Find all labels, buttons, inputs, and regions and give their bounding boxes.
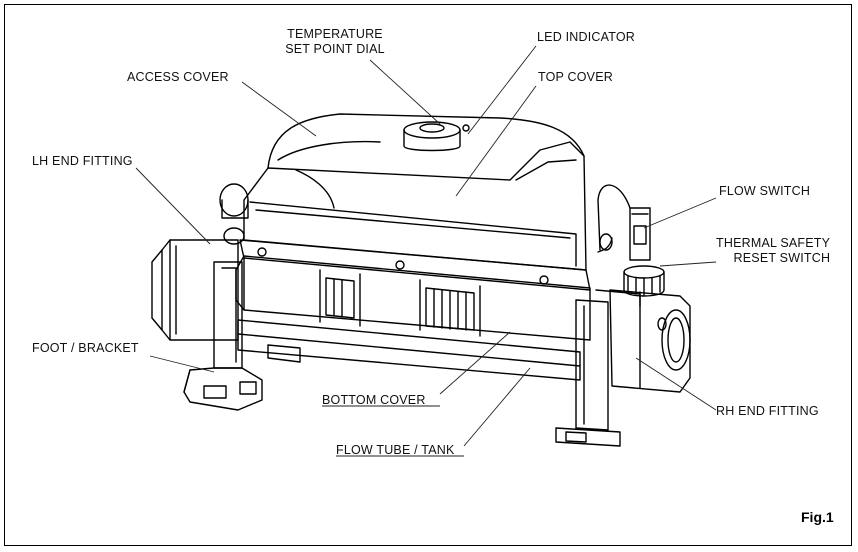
flow-tube-body bbox=[237, 319, 581, 381]
label-led-indicator: LED INDICATOR bbox=[537, 30, 635, 44]
lh-end-fitting-body bbox=[151, 239, 239, 341]
rh-end-fitting-body bbox=[609, 289, 691, 393]
label-lh-end-fitting: LH END FITTING bbox=[32, 154, 133, 168]
label-foot-bracket: FOOT / BRACKET bbox=[32, 341, 139, 355]
temperature-dial-body bbox=[403, 121, 470, 152]
left-foot-bracket bbox=[183, 261, 301, 411]
flow-switch-body bbox=[597, 184, 651, 261]
thermal-reset-switch bbox=[623, 265, 665, 297]
label-top-cover: TOP COVER bbox=[538, 70, 613, 84]
label-bottom-cover: BOTTOM COVER bbox=[322, 393, 426, 407]
diagram-frame bbox=[4, 4, 852, 546]
figure-caption: Fig.1 bbox=[801, 509, 834, 525]
label-rh-end-fitting: RH END FITTING bbox=[716, 404, 819, 418]
top-cover-body bbox=[243, 141, 587, 271]
access-cover-body bbox=[267, 113, 585, 209]
label-flow-switch: FLOW SWITCH bbox=[719, 184, 811, 198]
leader-lines bbox=[135, 45, 717, 457]
label-flow-tube: FLOW TUBE / TANK bbox=[336, 443, 455, 457]
bottom-cover-body bbox=[235, 255, 591, 341]
label-thermal-safety: THERMAL SAFETY RESET SWITCH bbox=[716, 236, 831, 265]
label-access-cover: ACCESS COVER bbox=[127, 70, 229, 84]
lh-gland bbox=[219, 183, 249, 245]
right-foot-bracket bbox=[555, 289, 641, 447]
label-temperature-dial: TEMPERATURE SET POINT DIAL bbox=[285, 27, 385, 56]
